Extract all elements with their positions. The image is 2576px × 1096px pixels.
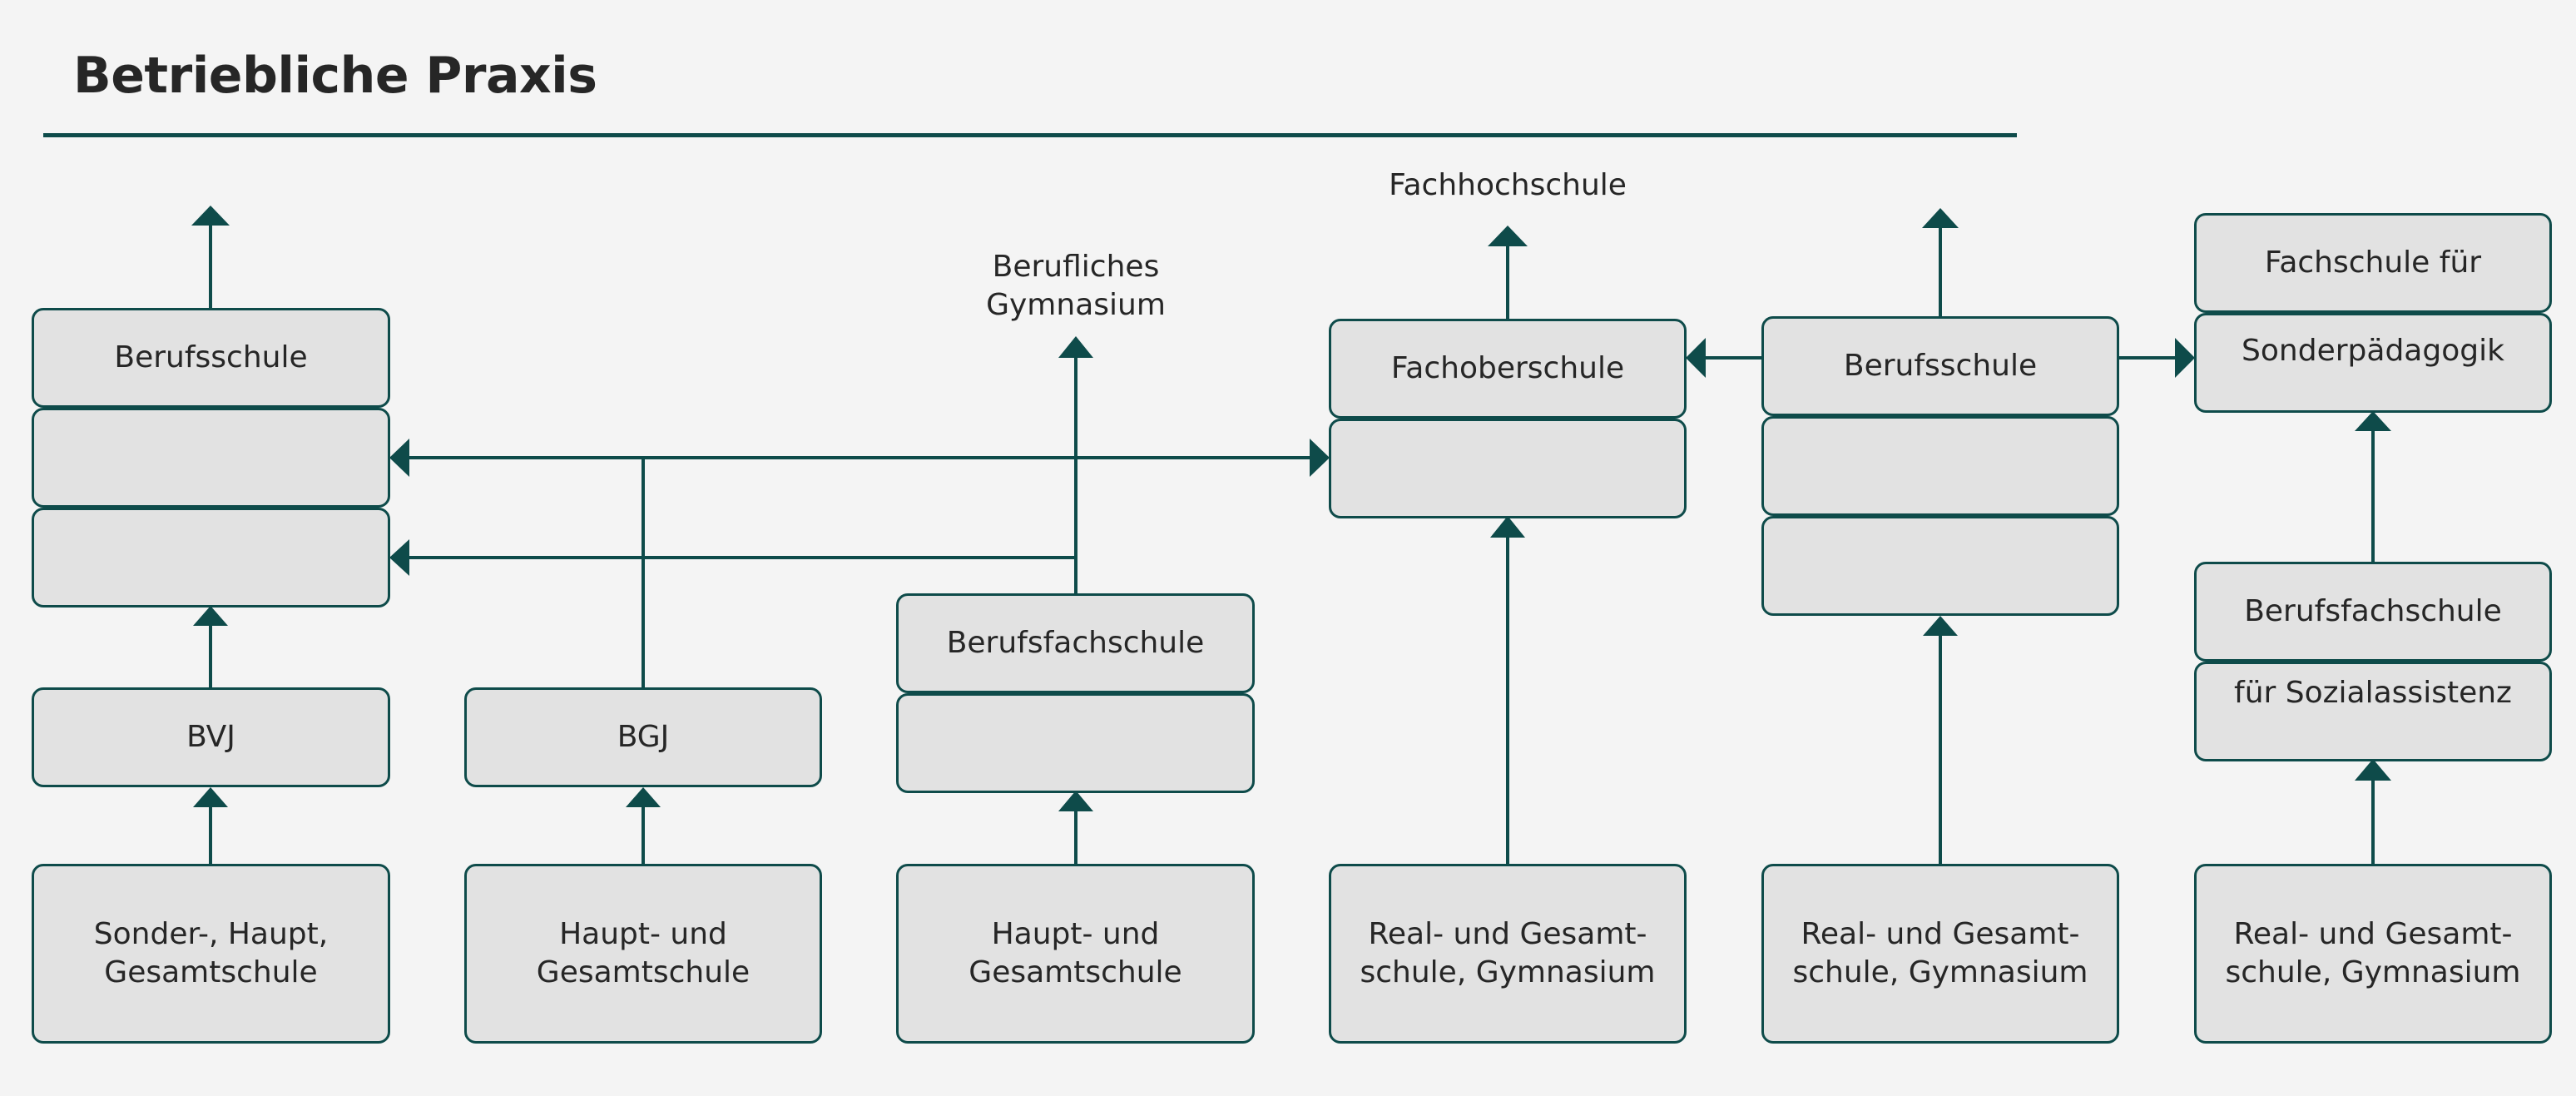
box-berufsschule-year2 [1761,416,2119,516]
arrowhead-up-icon [1923,616,1958,636]
box-berufsschule-year3 [1761,516,2119,616]
box-fachschule-fuer: Fachschule für [2194,213,2552,313]
box-label: Haupt- und Gesamtschule [968,917,1182,989]
box-entry-real-gesamtschule-gymnasium: Real- und Gesamt- schule, Gymnasium [2194,864,2552,1044]
box-entry-real-gesamtschule-gymnasium: Real- und Gesamt- schule, Gymnasium [1329,864,1687,1044]
arrowhead-up-icon [1058,791,1093,811]
arrowhead-up-icon [193,787,228,807]
box-label: Sonderpädagogik [2242,334,2504,368]
arrowhead-left-icon [389,439,409,477]
arrowhead-up-icon [1490,516,1525,538]
box-label: Sonder-, Haupt, Gesamtschule [93,917,329,989]
arrowhead-up-icon [1922,208,1959,228]
box-bgj: BGJ [464,687,822,787]
box-label: Fachoberschule [1390,351,1625,386]
box-entry-haupt-gesamtschule: Haupt- und Gesamtschule [464,864,822,1044]
box-berufsschule-year2 [32,408,390,508]
box-label: Berufsschule [1843,349,2038,384]
box-entry-haupt-gesamtschule: Haupt- und Gesamtschule [896,864,1255,1044]
label-berufliches-gymnasium: Berufliches Gymnasium [986,250,1166,322]
box-fachoberschule: Fachoberschule [1329,319,1687,419]
arrowhead-up-icon [1058,336,1093,358]
arrowhead-right-icon [1310,439,1330,477]
arrowhead-up-icon [1488,226,1528,246]
title-divider [43,133,2017,137]
box-berufsfachschule: Berufsfachschule [2194,562,2552,662]
arrowhead-left-icon [389,539,409,576]
box-entry-sonder-haupt-gesamtschule: Sonder-, Haupt, Gesamtschule [32,864,390,1044]
box-label: Berufsfachschule [2244,594,2502,629]
box-label: für Sozialassistenz [2234,676,2512,710]
arrowhead-left-icon [1686,338,1706,378]
box-label: Fachschule für [2264,245,2482,280]
arrowhead-right-icon [2175,338,2195,378]
box-fuer-sozialassistenz: für Sozialassistenz [2194,662,2552,761]
arrowhead-up-icon [2355,411,2391,431]
box-sonderpaedagogik: Sonderpädagogik [2194,313,2552,413]
page-title: Betriebliche Praxis [73,47,597,105]
box-berufsschule: Berufsschule [32,308,390,408]
box-label: Real- und Gesamt- schule, Gymnasium [1360,917,1656,989]
box-label: Berufsschule [114,340,308,375]
arrowhead-up-icon [2355,759,2391,781]
box-label: BVJ [186,720,235,755]
arrowhead-up-icon [193,606,228,626]
box-berufsfachschule: Berufsfachschule [896,593,1255,693]
box-label: Real- und Gesamt- schule, Gymnasium [2225,917,2521,989]
box-label: Haupt- und Gesamtschule [536,917,751,989]
box-label: Berufsfachschule [946,626,1205,661]
box-fachoberschule-year2 [1329,419,1687,518]
label-fachhochschule: Fachhochschule [1389,168,1627,202]
arrowhead-up-icon [626,787,661,807]
box-berufsfachschule-year2 [896,693,1255,793]
box-label: BGJ [617,720,670,755]
box-label: Real- und Gesamt- schule, Gymnasium [1792,917,2088,989]
box-berufsschule-year3 [32,508,390,608]
box-bvj: BVJ [32,687,390,787]
box-berufsschule: Berufsschule [1761,316,2119,416]
arrowhead-up-icon [191,206,230,226]
box-entry-real-gesamtschule-gymnasium: Real- und Gesamt- schule, Gymnasium [1761,864,2119,1044]
